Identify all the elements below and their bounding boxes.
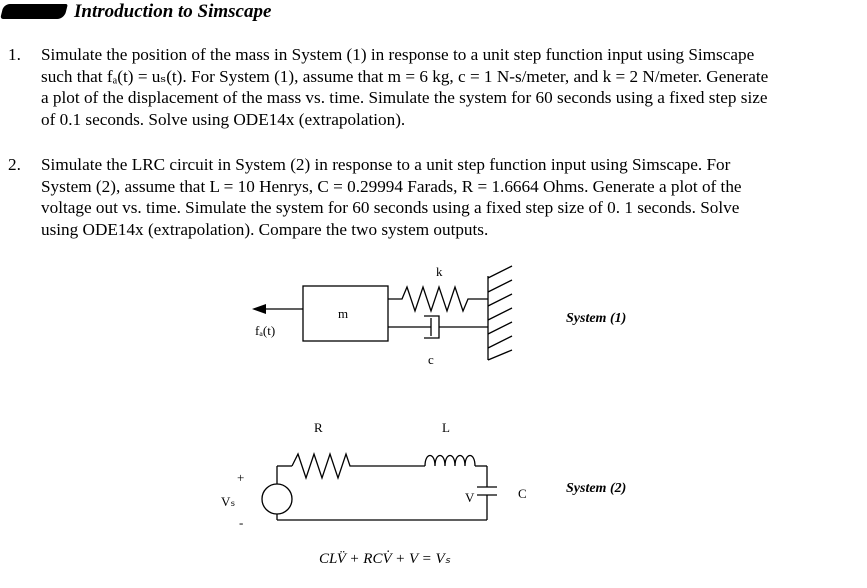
resistor-label: R xyxy=(314,420,323,435)
question-line: voltage out vs. time. Simulate the syste… xyxy=(41,198,740,217)
system-2-diagram xyxy=(261,451,497,521)
question-number: 1. xyxy=(8,45,21,64)
question-line: System (2), assume that L = 10 Henrys, C… xyxy=(41,176,742,196)
source-plus-sign: + xyxy=(237,470,244,485)
question-line: a plot of the displacement of the mass v… xyxy=(41,88,768,107)
circuit-equation: CLV̈ + RCV̇ + V = Vₛ xyxy=(319,550,451,567)
force-label: fₐ(t) xyxy=(255,323,275,338)
question-number: 2. xyxy=(8,155,21,174)
inductor xyxy=(424,454,476,467)
spring-label: k xyxy=(436,264,443,279)
mass-block xyxy=(302,285,389,342)
question-line: of 0.1 seconds. Solve using ODE14x (extr… xyxy=(41,109,406,129)
question-2: 2. Simulate the LRC circuit in System (2… xyxy=(0,154,867,244)
question-line: such that fₐ(t) = uₛ(t). For System (1),… xyxy=(41,66,769,86)
question-line: Simulate the position of the mass in Sys… xyxy=(41,45,755,64)
voltage-source xyxy=(261,483,293,515)
resistor xyxy=(291,451,425,481)
voltage-out-label: V xyxy=(465,490,475,505)
source-label: Vₛ xyxy=(221,494,235,509)
damper-label: c xyxy=(428,352,434,367)
system-1-diagram xyxy=(252,265,513,361)
question-line: Simulate the LRC circuit in System (2) i… xyxy=(41,155,731,174)
page-title: Introduction to Simscape xyxy=(74,1,272,22)
system-1-caption: System (1) xyxy=(566,311,626,326)
inductor-label: L xyxy=(442,420,450,435)
question-line: using ODE14x (extrapolation). Compare th… xyxy=(41,219,489,239)
question-text: Simulate the LRC circuit in System (2) i… xyxy=(41,154,865,240)
force-arrow xyxy=(252,304,303,314)
wall xyxy=(487,265,513,361)
damper xyxy=(388,315,488,339)
spring xyxy=(388,284,488,314)
source-minus-sign: - xyxy=(239,515,243,530)
system-2-caption: System (2) xyxy=(566,481,626,496)
question-1: 1. Simulate the position of the mass in … xyxy=(0,44,867,134)
capacitor xyxy=(477,486,497,496)
question-text: Simulate the position of the mass in Sys… xyxy=(41,44,865,130)
capacitor-label: C xyxy=(518,486,527,501)
mass-label: m xyxy=(338,306,348,321)
